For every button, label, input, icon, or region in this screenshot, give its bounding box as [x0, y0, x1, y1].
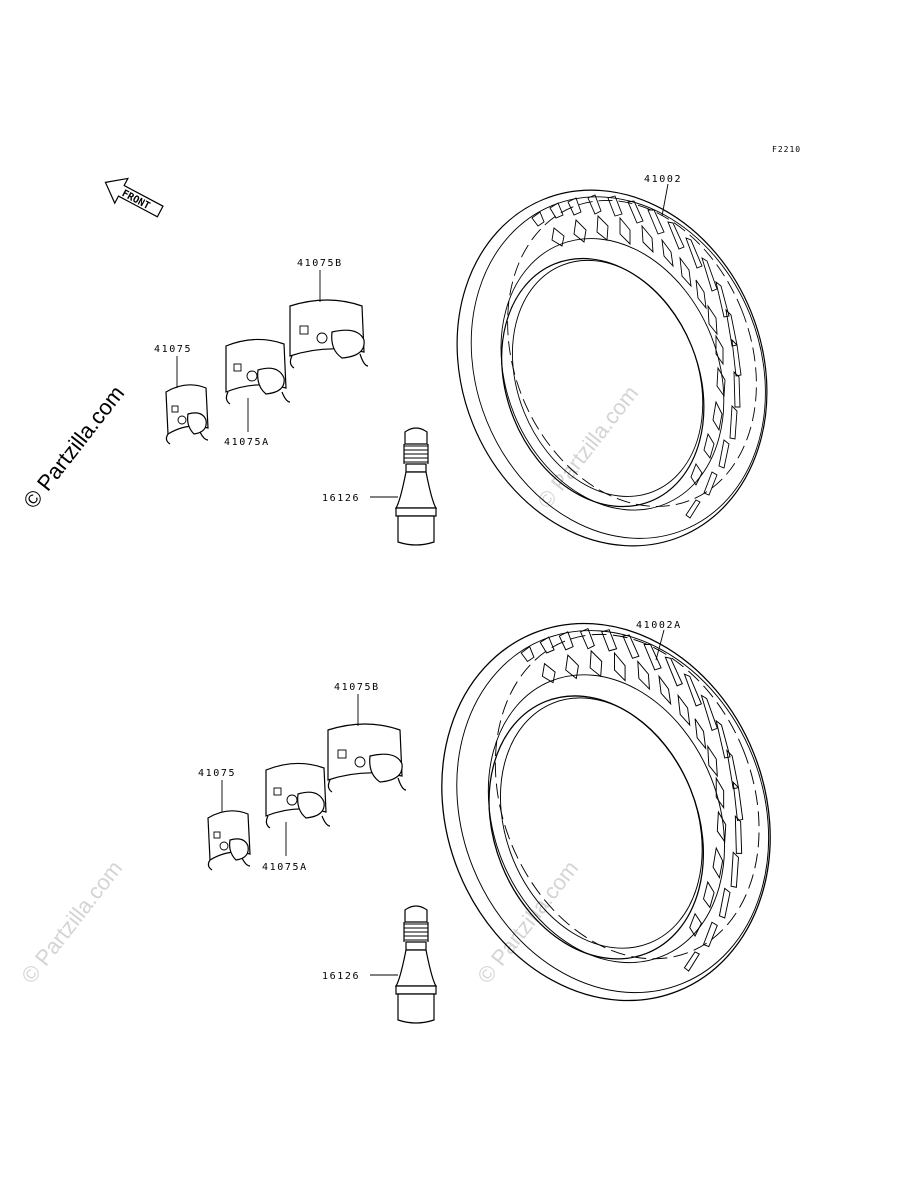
part-label-tire[interactable]: 41002A [636, 620, 682, 631]
valve-16126[interactable] [395, 905, 437, 1024]
weight-41075[interactable] [207, 810, 251, 871]
front-arrow: FRONT [104, 177, 164, 218]
watermark-text: © Partzilla.com [16, 856, 127, 988]
part-label-weight-large[interactable]: 41075B [334, 682, 380, 693]
upper-assembly: 41002 16126 41075 41075A 41075B [154, 142, 820, 594]
weight-41075B[interactable] [289, 299, 369, 369]
figure-code: F2210 [772, 145, 801, 154]
lower-assembly: 41002A 16126 41075 41075A 41075B [198, 572, 827, 1052]
weight-41075[interactable] [165, 384, 209, 445]
tire-41002[interactable] [404, 142, 820, 594]
part-label-weight-small[interactable]: 41075 [154, 344, 192, 355]
part-label-valve[interactable]: 16126 [322, 493, 360, 504]
watermark-text-left: © Partzilla.com [18, 381, 129, 513]
weight-41075A[interactable] [225, 338, 291, 405]
part-label-weight-medium[interactable]: 41075A [262, 862, 308, 873]
part-label-weight-small[interactable]: 41075 [198, 768, 236, 779]
watermark-text: © Partzilla.com [532, 381, 643, 513]
weight-41075B[interactable] [327, 723, 407, 793]
weight-41075A[interactable] [265, 762, 331, 829]
part-label-weight-large[interactable]: 41075B [297, 258, 343, 269]
part-label-weight-medium[interactable]: 41075A [224, 437, 270, 448]
valve-16126[interactable] [395, 427, 437, 546]
part-label-tire[interactable]: 41002 [644, 174, 682, 185]
tire-41002A[interactable] [385, 572, 827, 1052]
part-label-valve[interactable]: 16126 [322, 971, 360, 982]
